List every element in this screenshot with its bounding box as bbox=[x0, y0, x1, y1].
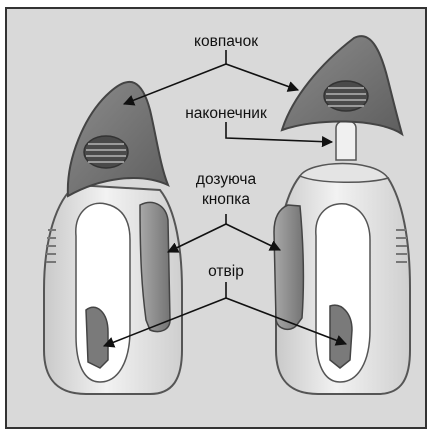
label-tip: наконечник bbox=[185, 105, 267, 122]
left-opening bbox=[86, 307, 108, 368]
label-dose-button-line1: дозуюча bbox=[196, 171, 257, 188]
right-inhaler-tip bbox=[336, 121, 356, 161]
left-dose-button bbox=[140, 202, 170, 331]
label-cap: ковпачок bbox=[194, 33, 258, 50]
label-dose-button-line2: кнопка bbox=[202, 191, 250, 208]
label-opening: отвір bbox=[208, 263, 244, 280]
right-opening bbox=[330, 305, 352, 368]
left-cap-grille bbox=[84, 136, 128, 168]
right-dose-button bbox=[274, 205, 303, 329]
removed-cap-grille bbox=[324, 81, 368, 111]
